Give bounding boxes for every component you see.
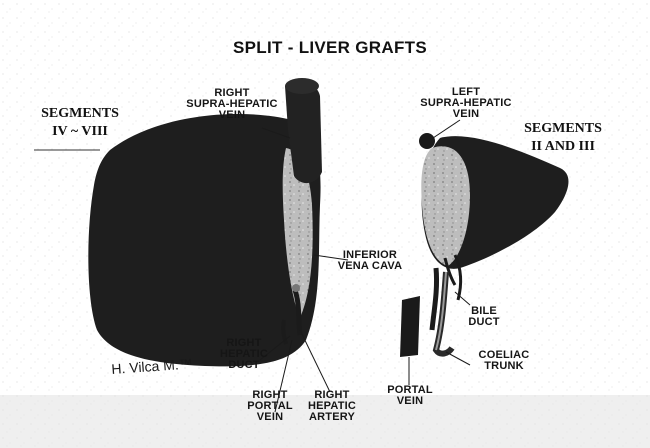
label-portal-vein: PORTAL VEIN (384, 385, 436, 407)
segments-right-label: SEGMENTS II AND III (518, 120, 608, 156)
diagram-title: SPLIT - LIVER GRAFTS (200, 38, 460, 58)
label-coeliac-trunk: COELIAC TRUNK (472, 350, 536, 372)
label-left-supra-hepatic-vein: LEFT SUPRA-HEPATIC VEIN (414, 87, 518, 120)
label-right-portal-vein: RIGHT PORTAL VEIN (242, 390, 298, 423)
segments-left-label: SEGMENTS IV ~ VIII (30, 105, 130, 141)
label-right-supra-hepatic-vein: RIGHT SUPRA-HEPATIC VEIN (180, 88, 284, 121)
label-right-hepatic-artery: RIGHT HEPATIC ARTERY (300, 390, 364, 423)
label-right-hepatic-duct: RIGHT HEPATIC DUCT (212, 338, 276, 371)
label-inferior-vena-cava: INFERIOR VENA CAVA (328, 250, 412, 272)
label-bile-duct: BILE DUCT (462, 306, 506, 328)
